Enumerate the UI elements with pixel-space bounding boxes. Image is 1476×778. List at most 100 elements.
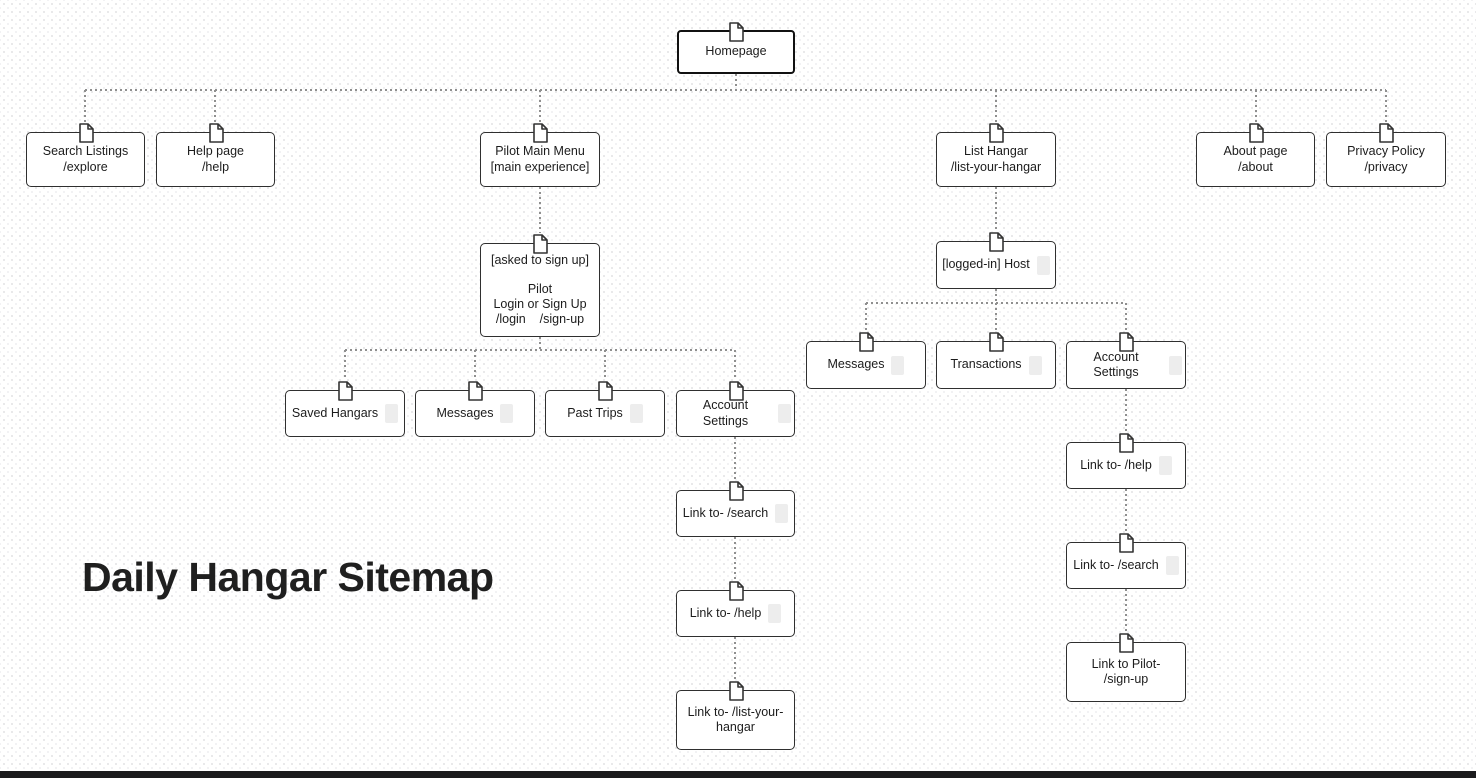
- node-label: Link to- /help: [1067, 454, 1185, 477]
- connector-line: [735, 74, 737, 90]
- connector-line: [995, 289, 997, 303]
- connector-line: [474, 350, 476, 380]
- ghost-placeholder: [1036, 255, 1050, 275]
- page-icon: [988, 232, 1004, 252]
- node-text: Link to Pilot-: [1091, 656, 1161, 671]
- connector-line: [539, 337, 541, 350]
- node-help-page[interactable]: Help page/help: [156, 123, 275, 187]
- connector-line: [344, 350, 346, 380]
- node-label: Pilot Main Menu[main experience]: [481, 142, 599, 177]
- page-icon: [858, 332, 874, 352]
- page-icon: [78, 123, 94, 143]
- node-text: Search Listings: [42, 144, 129, 159]
- node-link-to-pilot-signup[interactable]: Link to Pilot-/sign-up: [1066, 633, 1186, 702]
- node-text: Link to- /search: [1073, 557, 1159, 572]
- node-text: [logged-in] Host: [942, 257, 1030, 272]
- connector-line: [1125, 389, 1127, 432]
- node-pilot-main-menu[interactable]: Pilot Main Menu[main experience]: [480, 123, 600, 187]
- node-link-to-search-pilot[interactable]: Link to- /search: [676, 481, 795, 537]
- node-text: Pilot: [527, 281, 553, 296]
- node-account-settings-pilot[interactable]: Account Settings: [676, 381, 795, 437]
- connector-line: [1125, 589, 1127, 632]
- node-past-trips[interactable]: Past Trips: [545, 381, 665, 437]
- connector-line: [734, 350, 736, 380]
- connector-line: [865, 303, 867, 331]
- page-icon: [597, 381, 613, 401]
- page-icon: [467, 381, 483, 401]
- node-label: Messages: [416, 402, 534, 425]
- node-text: /help: [201, 159, 230, 174]
- node-text: [main experience]: [490, 159, 590, 174]
- node-label: Past Trips: [546, 402, 664, 425]
- page-icon: [1378, 123, 1394, 143]
- node-text: Pilot Main Menu: [495, 144, 585, 159]
- node-text: /about: [1238, 159, 1273, 174]
- page-icon: [988, 332, 1004, 352]
- connector-line: [1385, 90, 1387, 122]
- node-label: Link to- /help: [677, 602, 794, 625]
- connector-line: [345, 349, 735, 351]
- node-text: /login /sign-up: [495, 312, 585, 327]
- diagram-title[interactable]: Daily Hangar Sitemap: [82, 554, 494, 600]
- page-icon: [208, 123, 224, 143]
- node-text: Messages: [827, 357, 885, 372]
- ghost-placeholder: [1165, 556, 1179, 575]
- node-saved-hangars[interactable]: Saved Hangars: [285, 381, 405, 437]
- node-text: Saved Hangars: [291, 405, 379, 420]
- page-icon: [728, 481, 744, 501]
- node-text: /privacy: [1364, 159, 1408, 174]
- node-messages-pilot[interactable]: Messages: [415, 381, 535, 437]
- ghost-placeholder: [775, 504, 789, 523]
- page-icon: [728, 381, 744, 401]
- node-link-to-list-your-hangar[interactable]: Link to- /list-your-hangar: [676, 681, 795, 750]
- node-text: /list-your-hangar: [950, 159, 1042, 174]
- node-link-to-help-pilot[interactable]: Link to- /help: [676, 581, 795, 637]
- node-label: Link to Pilot-/sign-up: [1067, 655, 1185, 690]
- node-list-hangar[interactable]: List Hangar/list-your-hangar: [936, 123, 1056, 187]
- node-label: Privacy Policy/privacy: [1327, 142, 1445, 177]
- page-icon: [532, 123, 548, 143]
- connector-line: [734, 637, 736, 680]
- page-icon: [988, 123, 1004, 143]
- node-label: Link to- /list-your-hangar: [677, 703, 794, 738]
- connector-line: [84, 90, 86, 122]
- node-privacy-policy[interactable]: Privacy Policy/privacy: [1326, 123, 1446, 187]
- node-text: Past Trips: [567, 405, 623, 420]
- node-label: Homepage: [679, 42, 793, 61]
- node-text: Link to- /list-your-: [687, 704, 784, 719]
- page-icon: [1118, 332, 1134, 352]
- connector-line: [1125, 303, 1127, 331]
- bottom-bar: [0, 771, 1476, 778]
- node-text: Link to- /help: [1080, 457, 1152, 472]
- ghost-placeholder: [500, 404, 514, 423]
- node-text: Login or Sign Up: [493, 296, 587, 311]
- page-icon: [1118, 433, 1134, 453]
- connector-line: [734, 537, 736, 580]
- ghost-placeholder: [1158, 456, 1172, 475]
- ghost-placeholder: [778, 404, 791, 423]
- connector-line: [539, 90, 541, 122]
- page-icon: [337, 381, 353, 401]
- node-link-to-search-host[interactable]: Link to- /search: [1066, 533, 1186, 589]
- node-label: List Hangar/list-your-hangar: [937, 142, 1055, 177]
- node-account-settings-host[interactable]: Account Settings: [1066, 332, 1186, 389]
- node-text: Link to- /help: [689, 605, 762, 620]
- ghost-placeholder: [768, 604, 782, 623]
- node-transactions-host[interactable]: Transactions: [936, 332, 1056, 389]
- node-search-listings[interactable]: Search Listings/explore: [26, 123, 145, 187]
- node-text: hangar: [716, 720, 755, 734]
- node-label: Saved Hangars: [286, 402, 404, 425]
- node-about-page[interactable]: About page/about: [1196, 123, 1315, 187]
- page-icon: [728, 581, 744, 601]
- page-icon: [728, 681, 744, 701]
- connector-line: [85, 89, 1386, 91]
- node-logged-in-host[interactable]: [logged-in] Host: [936, 232, 1056, 289]
- node-homepage[interactable]: Homepage: [677, 22, 795, 74]
- page-icon: [532, 234, 548, 254]
- node-label: Search Listings/explore: [27, 142, 144, 177]
- node-messages-host[interactable]: Messages: [806, 332, 926, 389]
- node-link-to-help-host[interactable]: Link to- /help: [1066, 433, 1186, 489]
- ghost-placeholder: [1028, 355, 1042, 375]
